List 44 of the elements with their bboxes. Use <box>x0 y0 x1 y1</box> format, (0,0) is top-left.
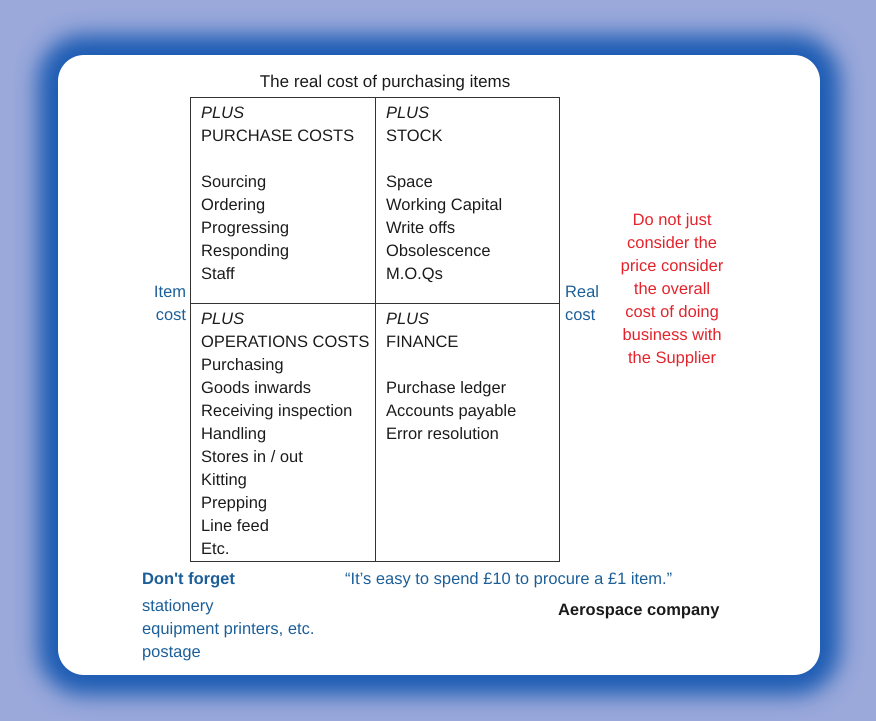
cost-quadrant <box>375 97 560 304</box>
reminder-item: equipment printers, etc. <box>142 619 314 640</box>
cost-quadrant <box>375 303 560 562</box>
quadrant-heading: OPERATIONS COSTS <box>201 332 370 353</box>
quadrant-tag: PLUS <box>386 102 430 125</box>
cost-item: Purchase ledger <box>386 378 506 399</box>
cost-item: Staff <box>201 264 235 285</box>
cost-item: M.O.Qs <box>386 264 443 285</box>
cost-item: Goods inwards <box>201 378 312 399</box>
cost-item: Space <box>386 172 433 193</box>
cost-quadrant <box>190 303 376 562</box>
cost-item: Etc. <box>201 539 230 560</box>
quadrant-tag: PLUS <box>201 308 244 331</box>
cost-item: Line feed <box>201 516 269 537</box>
quadrant-heading: PURCHASE COSTS <box>201 126 354 147</box>
reminder-item: postage <box>142 642 201 663</box>
cost-item: Handling <box>201 424 266 445</box>
cost-item: Purchasing <box>201 355 284 376</box>
quadrant-tag: PLUS <box>201 102 244 125</box>
quadrant-heading: FINANCE <box>386 332 458 353</box>
axis-label: Item cost <box>152 282 186 326</box>
cost-item: Receiving inspection <box>201 401 352 422</box>
cost-item: Error resolution <box>386 424 499 445</box>
cost-item: Accounts payable <box>386 401 516 422</box>
diagram-title: The real cost of purchasing items <box>258 71 512 93</box>
cost-item: Progressing <box>201 218 290 239</box>
cost-item: Write offs <box>386 218 456 239</box>
quadrant-tag: PLUS <box>386 308 430 331</box>
quote-source: Aerospace company <box>558 600 720 621</box>
cost-quadrant <box>190 97 376 304</box>
cost-item: Prepping <box>201 493 268 514</box>
cost-item: Kitting <box>201 470 247 491</box>
cost-item: Ordering <box>201 195 266 216</box>
axis-label: Real cost <box>565 282 600 326</box>
cost-item: Working Capital <box>386 195 502 216</box>
cost-item: Obsolescence <box>386 241 491 262</box>
quote-text: “It’s easy to spend £10 to procure a £1 item.” <box>345 569 672 590</box>
reminder-item: stationery <box>142 596 214 617</box>
cost-item: Stores in / out <box>201 447 303 468</box>
quadrant-heading: STOCK <box>386 126 443 147</box>
cost-item: Responding <box>201 241 290 262</box>
cost-item: Sourcing <box>201 172 266 193</box>
reminder-heading: Don't forget <box>142 569 235 590</box>
note-text: Do not just consider the price consider the overall cost of doing business with the Supplier <box>620 210 724 369</box>
